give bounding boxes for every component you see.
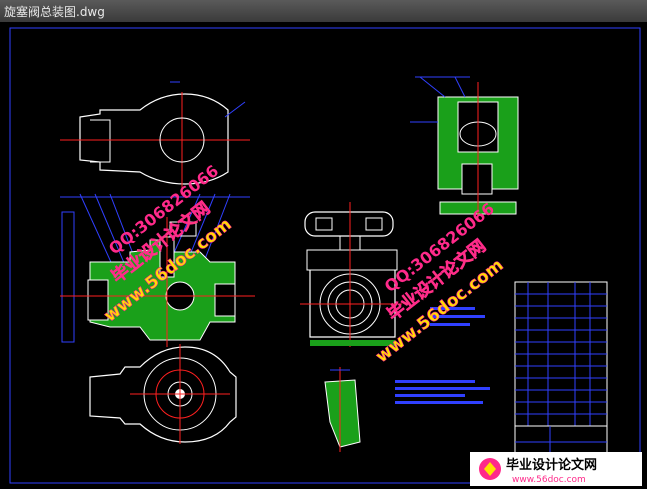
logo-url: www.56doc.com bbox=[512, 475, 586, 485]
drawing-frame bbox=[9, 27, 641, 484]
technical-notes bbox=[395, 307, 490, 404]
title-bar: 旋塞阀总装图.dwg bbox=[0, 0, 647, 23]
plug-section-view bbox=[410, 76, 519, 222]
drawing-canvas[interactable]: QQ:306826066 毕业设计论文网 www.56doc.com QQ:30… bbox=[0, 22, 647, 489]
front-section-view bbox=[60, 193, 255, 347]
side-view bbox=[300, 202, 402, 347]
site-logo: 毕业设计论文网 www.56doc.com bbox=[470, 452, 642, 486]
detail-part bbox=[324, 367, 361, 452]
logo-cn: 毕业设计论文网 bbox=[506, 457, 597, 473]
drawing-svg: QQ:306826066 毕业设计论文网 www.56doc.com QQ:30… bbox=[9, 27, 642, 486]
bottom-view bbox=[89, 344, 237, 444]
top-view bbox=[60, 81, 250, 190]
document-title: 旋塞阀总装图.dwg bbox=[4, 5, 105, 19]
parts-list-table bbox=[514, 281, 608, 459]
